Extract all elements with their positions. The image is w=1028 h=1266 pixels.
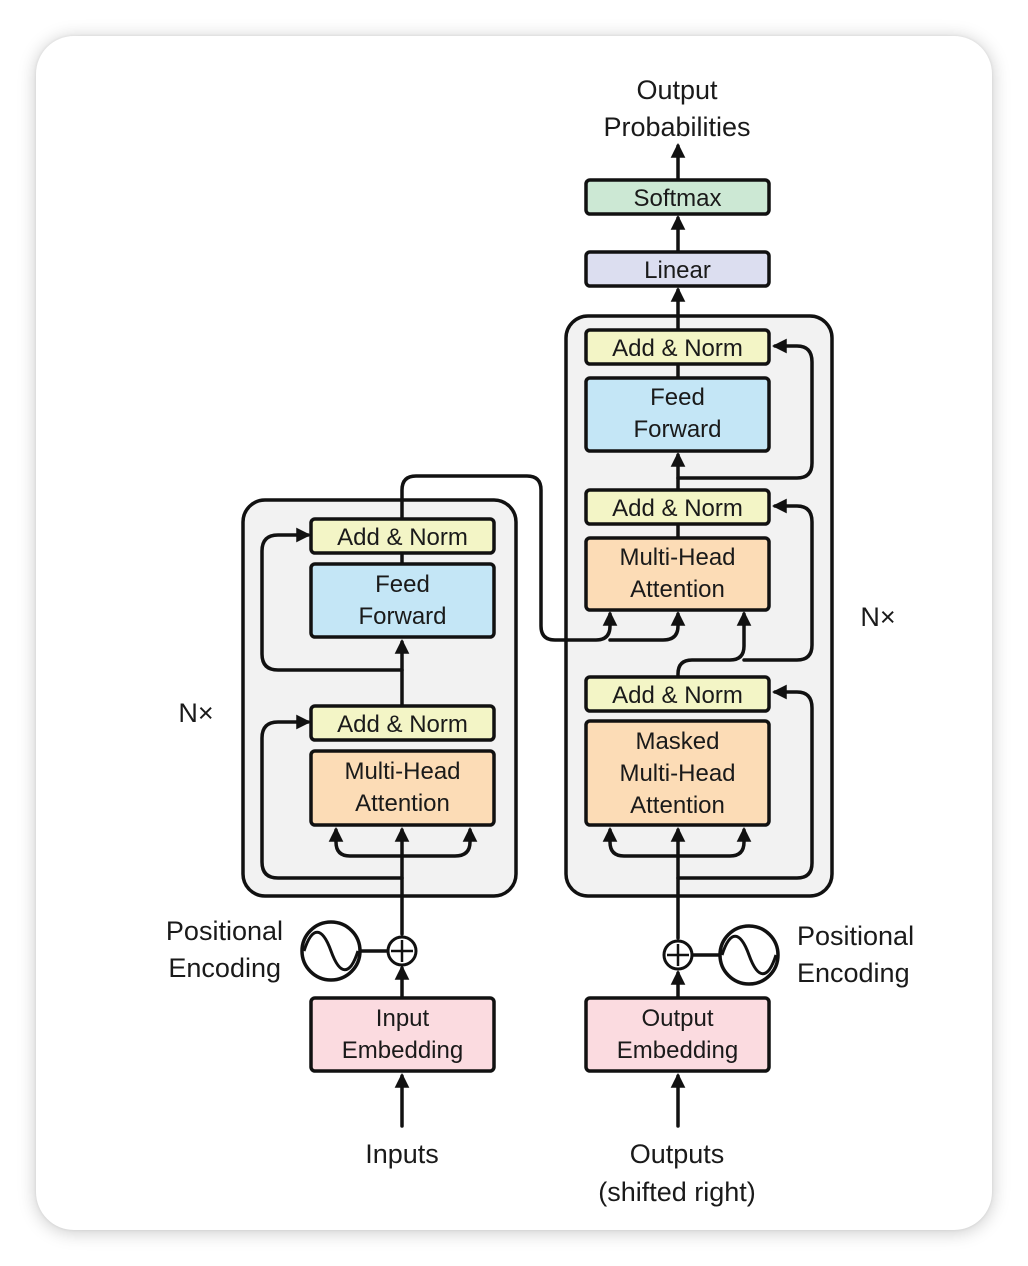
encoder-add-node: [386, 935, 418, 967]
decoder-add-norm-mid-label: Add & Norm: [612, 495, 743, 522]
decoder-masked-label-2: Multi-Head: [619, 760, 735, 787]
decoder-positional-label-1: Positional: [797, 921, 914, 951]
decoder-multi-head-attention: [584, 536, 771, 612]
encoder-mha-label-1: Multi-Head: [344, 758, 460, 785]
encoder-positional-label-1: Positional: [166, 916, 283, 946]
outputs-label-1: Outputs: [630, 1139, 725, 1169]
encoder-mha-label-2: Attention: [355, 790, 450, 817]
input-embedding: [309, 996, 496, 1073]
linear-box: [584, 250, 771, 288]
decoder-mha-label-1: Multi-Head: [619, 544, 735, 571]
decoder-add-node: [662, 939, 694, 971]
decoder-nx-label: N×: [860, 602, 895, 632]
input-embedding-label-1: Input: [376, 1005, 430, 1032]
decoder-feed-forward-label-2: Forward: [633, 416, 721, 443]
output-probabilities-label-2: Probabilities: [603, 112, 750, 142]
encoder-add-norm-top-label: Add & Norm: [337, 524, 468, 551]
decoder-masked-label-3: Attention: [630, 792, 725, 819]
encoder-add-norm-top: [309, 517, 496, 555]
decoder-add-norm-mid: [584, 488, 771, 526]
decoder-feed-forward: [584, 376, 771, 453]
encoder-feed-forward-label-2: Forward: [358, 603, 446, 630]
softmax-label: Softmax: [633, 185, 721, 212]
decoder-add-norm-bottom: [584, 675, 771, 713]
decoder-add-norm-bottom-label: Add & Norm: [612, 682, 743, 709]
decoder-masked-label-1: Masked: [635, 728, 719, 755]
inputs-label: Inputs: [365, 1139, 439, 1169]
softmax-box: [584, 178, 771, 216]
encoder-feed-forward: [309, 562, 496, 639]
encoder-sine-wave-icon: [300, 920, 362, 982]
linear-label: Linear: [644, 257, 711, 284]
output-embedding: [584, 996, 771, 1073]
encoder-stack: [241, 498, 518, 898]
output-embedding-label-1: Output: [641, 1005, 713, 1032]
outputs-label-2: (shifted right): [598, 1177, 756, 1207]
encoder-positional-label-2: Encoding: [168, 953, 281, 983]
encoder-nx-label: N×: [178, 698, 213, 728]
decoder-feed-forward-label-1: Feed: [650, 384, 705, 411]
encoder-feed-forward-label-1: Feed: [375, 571, 430, 598]
decoder-sine-wave-icon: [718, 924, 780, 986]
encoder-blocks: Add & Norm Feed Forward Add & Norm Multi…: [309, 517, 496, 1073]
encoder-add-norm-bottom-label: Add & Norm: [337, 711, 468, 738]
decoder-masked-multi-head-attention: [584, 719, 771, 827]
decoder-mha-label-2: Attention: [630, 576, 725, 603]
decoder-blocks: Softmax Linear Add & Norm Feed Forward A…: [584, 178, 771, 1073]
wires: [260, 143, 814, 1128]
input-embedding-label-2: Embedding: [342, 1037, 463, 1064]
encoder-add-norm-bottom: [309, 704, 496, 742]
decoder-add-norm-top: [584, 328, 771, 366]
encoder-multi-head-attention: [309, 749, 496, 827]
decoder-positional-label-2: Encoding: [797, 958, 910, 988]
output-probabilities-label-1: Output: [636, 75, 718, 105]
decoder-add-norm-top-label: Add & Norm: [612, 335, 743, 362]
output-embedding-label-2: Embedding: [617, 1037, 738, 1064]
